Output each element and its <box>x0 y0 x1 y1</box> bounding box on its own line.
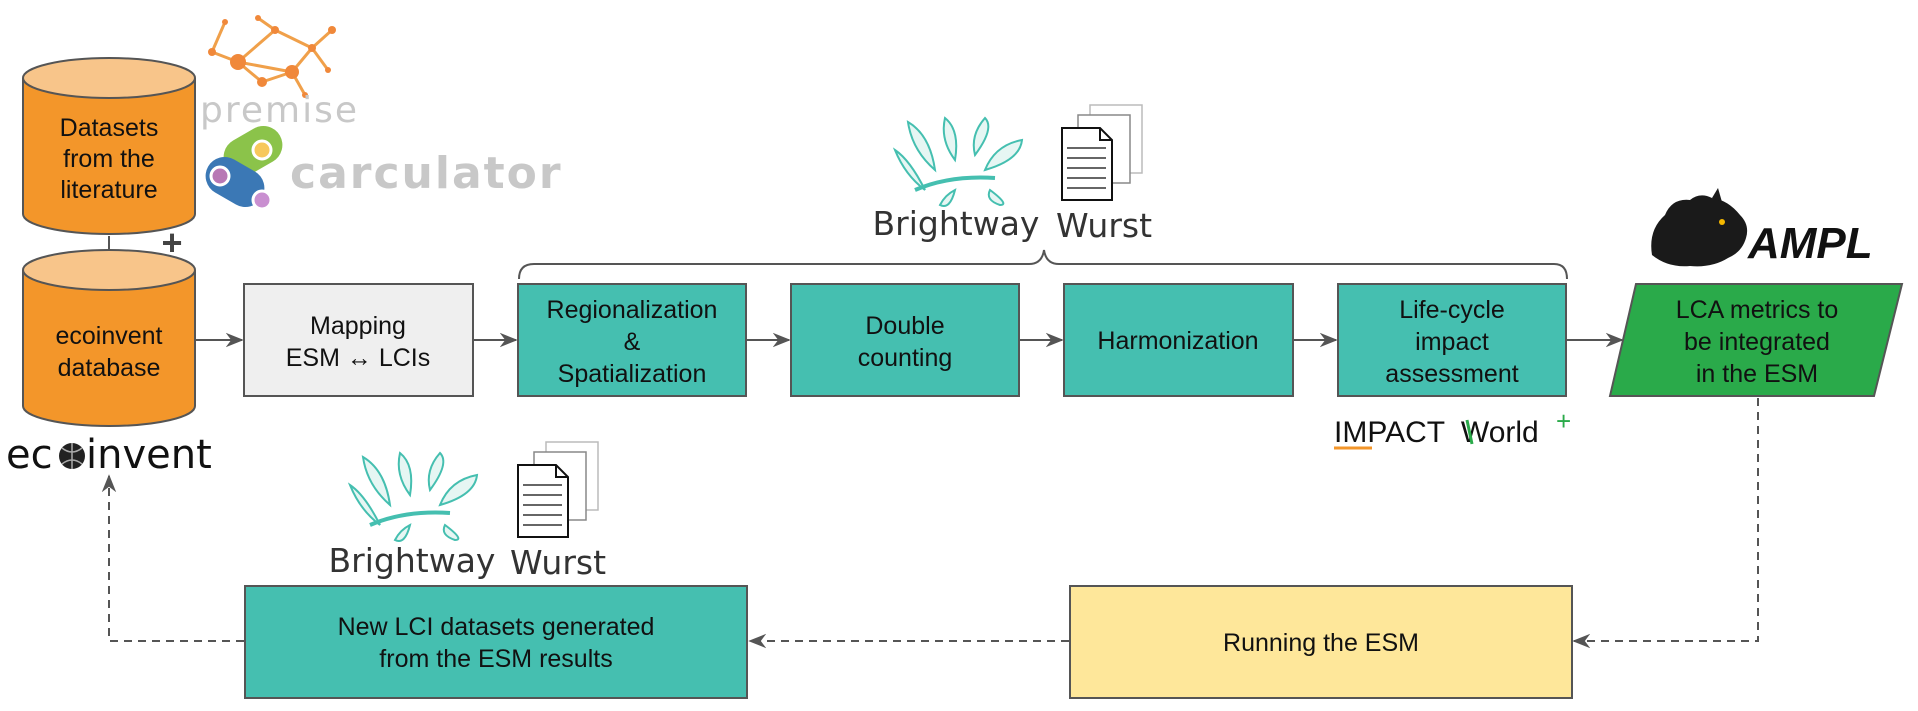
panther-eye <box>1719 219 1725 225</box>
processing-brace <box>518 249 1568 280</box>
regionalization-box: Regionalization & Spatialization <box>517 283 747 397</box>
bottom-brightway-logo: Brightway <box>329 451 496 580</box>
top-wurst-logo: Wurst <box>1056 104 1152 245</box>
brightway-stem-bottom <box>369 510 451 527</box>
arrow-lca-metrics-to-running <box>1572 398 1759 649</box>
carculator-icon <box>205 126 283 211</box>
literature-cylinder: Datasets from the literature <box>22 57 196 235</box>
new-lci-box: New LCI datasets generated from the ESM … <box>244 585 748 699</box>
mapping-label-1: Mapping <box>310 312 406 340</box>
ecoinvent-cylinder: ecoinvent database <box>22 249 196 427</box>
impact-world-text: IMPACT World <box>1334 416 1539 449</box>
double-counting-label-1: Double <box>865 312 944 340</box>
lcia-label-1: Life-cycle <box>1399 296 1505 324</box>
regionalization-label-1: Regionalization <box>547 296 718 324</box>
regionalization-label-2: & <box>624 328 641 356</box>
lca-metrics-label-2: be integrated <box>1684 328 1830 356</box>
premise-wordmark: premise <box>200 90 359 131</box>
ecoinvent-label-1: ecoinvent <box>55 322 162 350</box>
literature-label-1: Datasets <box>60 114 159 142</box>
arrow-new-lci-to-ecoinvent <box>101 474 244 642</box>
ecoinvent-cylinder-top <box>22 249 196 291</box>
bottom-wurst-label: Wurst <box>510 543 606 582</box>
literature-cylinder-body <box>22 78 196 235</box>
new-lci-label-1: New LCI datasets generated <box>338 613 655 641</box>
mapping-box: Mapping ESM ↔ LCIs <box>243 283 474 397</box>
premise-network-nodes <box>208 15 336 98</box>
literature-cylinder-top <box>22 57 196 99</box>
lca-metrics-parallelogram: LCA metrics to be integrated in the ESM <box>1608 283 1904 397</box>
harmonization-label: Harmonization <box>1097 327 1258 355</box>
lca-metrics-label-3: in the ESM <box>1696 360 1818 388</box>
brightway-leaf-icon <box>892 116 1024 207</box>
panther-ear <box>1712 188 1722 202</box>
top-brightway-logo: Brightway <box>873 116 1040 243</box>
regionalization-label-3: Spatialization <box>558 360 707 388</box>
brightway-stem <box>914 175 996 192</box>
ecoinvent-logo: ec invent <box>6 432 212 478</box>
double-counting-box: Double counting <box>790 283 1020 397</box>
double-counting-label-2: counting <box>858 344 953 372</box>
new-lci-label-2: from the ESM results <box>379 645 612 673</box>
lca-metrics-label-1: LCA metrics to <box>1676 296 1839 324</box>
literature-label-2: from the <box>63 145 155 173</box>
bottom-brightway-label: Brightway <box>329 541 496 580</box>
ampl-wordmark: AMPL <box>1747 219 1873 268</box>
impact-world-logo: IMPACT World + <box>1334 406 1571 450</box>
wurst-documents-icon-bottom <box>517 441 599 538</box>
ecoinvent-wordmark-right: invent <box>86 432 212 478</box>
impact-world-part1: IMPACT <box>1334 416 1445 449</box>
harmonization-box: Harmonization <box>1063 283 1294 397</box>
ecoinvent-label-2: database <box>58 354 161 382</box>
premise-logo: premise <box>200 15 359 131</box>
carculator-logo: carculator <box>205 126 563 211</box>
literature-label-3: literature <box>60 176 157 204</box>
ecoinvent-globe-lines <box>61 443 83 469</box>
lcia-label-2: impact <box>1415 328 1489 356</box>
solid-arrows <box>101 236 1624 348</box>
lcia-box: Life-cycle impact assessment <box>1337 283 1567 397</box>
lcia-label-3: assessment <box>1385 360 1518 388</box>
brightway-leaf-icon-bottom <box>347 451 479 542</box>
panther-head-icon <box>1651 195 1748 267</box>
impact-world-plus: + <box>1556 406 1571 436</box>
impact-world-accent <box>1465 419 1474 445</box>
top-wurst-label: Wurst <box>1056 206 1152 245</box>
plus-sign: + <box>161 222 182 263</box>
dashed-arrows <box>101 398 1759 649</box>
impact-world-part2: World <box>1461 416 1539 449</box>
carculator-wordmark: carculator <box>290 148 563 199</box>
ecoinvent-cylinder-body <box>22 270 196 427</box>
mapping-label-2: ESM ↔ LCIs <box>286 344 430 372</box>
top-brightway-label: Brightway <box>873 204 1040 243</box>
running-esm-label: Running the ESM <box>1223 629 1419 657</box>
wurst-documents-icon <box>1061 104 1143 201</box>
ampl-logo: AMPL <box>1651 188 1873 268</box>
ecoinvent-wordmark-left: ec <box>6 432 53 478</box>
running-esm-box: Running the ESM <box>1069 585 1573 699</box>
bottom-wurst-logo: Wurst <box>510 441 606 582</box>
